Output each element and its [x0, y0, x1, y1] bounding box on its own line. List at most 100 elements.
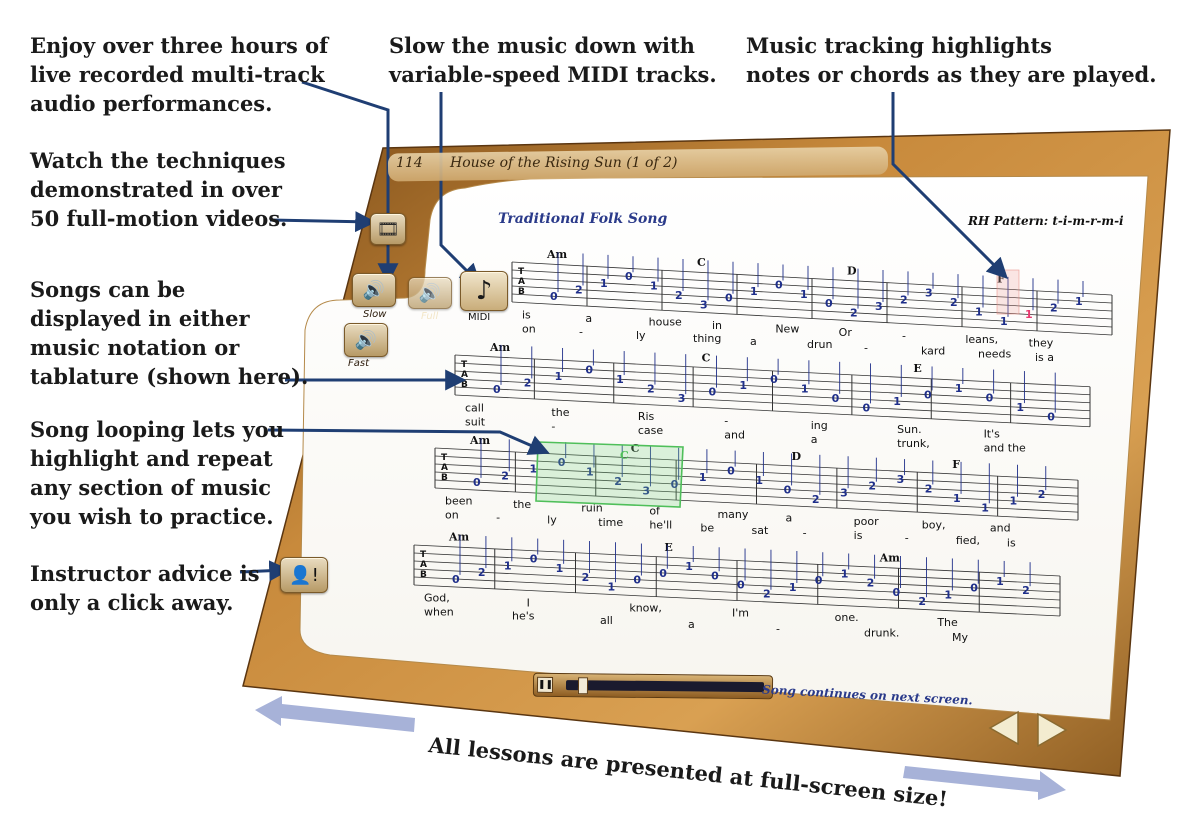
lyric-line-1: -	[902, 329, 906, 342]
instructor-advice-icon: 👤!	[289, 564, 319, 586]
fret-number: 1	[953, 492, 961, 505]
tab-letter: T	[420, 550, 427, 560]
loop-highlight[interactable]	[535, 441, 684, 508]
lyric-line-2: a	[750, 335, 757, 348]
fret-number: 0	[970, 582, 978, 595]
tab-letter: A	[420, 560, 427, 570]
lyric-line-1: house	[649, 316, 682, 329]
lyric-line-1: know,	[629, 601, 662, 614]
lyric-line-1: leans,	[965, 333, 998, 346]
fret-number: 3	[678, 392, 686, 405]
tracking-highlight	[996, 269, 1020, 315]
fret-number: 1	[1025, 308, 1033, 321]
next-page-button[interactable]	[1034, 712, 1070, 748]
lyric-line-1: a	[786, 512, 793, 525]
lyric-line-1: I'm	[732, 606, 749, 619]
fret-number: 0	[550, 290, 558, 303]
fret-number: 0	[725, 292, 733, 305]
fret-number: 0	[737, 579, 745, 592]
fret-number: 2	[867, 577, 875, 590]
lyric-line-2: a	[811, 433, 818, 446]
chord-label: D	[847, 264, 857, 277]
slow-label: Slow	[363, 309, 387, 320]
fret-number: 0	[986, 392, 994, 405]
fret-number: 0	[832, 392, 840, 405]
chord-label: Am	[489, 341, 511, 354]
lyric-line-2: time	[598, 516, 623, 529]
fret-number: 0	[862, 401, 870, 414]
film-reel-icon: 🎞	[376, 218, 400, 240]
chord-label: Am	[546, 248, 568, 261]
song-subtitle: Traditional Folk Song	[498, 211, 668, 227]
fret-number: 1	[975, 305, 983, 318]
lyric-line-2: -	[905, 531, 909, 544]
fret-number: 0	[1047, 411, 1055, 424]
lyric-line-2: case	[638, 424, 664, 437]
fret-number: 0	[825, 297, 833, 310]
fret-number: 1	[800, 288, 808, 301]
lyric-line-1: the	[551, 406, 569, 419]
fret-number: 1	[586, 466, 594, 479]
lyric-line-2: -	[579, 326, 583, 339]
fret-number: 2	[950, 296, 958, 309]
lesson-number: 114	[396, 155, 423, 171]
lyric-line-2: ly	[547, 514, 557, 527]
midi-button[interactable]: ♪	[460, 271, 508, 311]
fret-number: 3	[925, 287, 933, 300]
fret-number: 2	[524, 376, 532, 389]
tab-letter: B	[441, 473, 448, 483]
fret-number: 0	[493, 383, 501, 396]
lyric-line-2: needs	[978, 348, 1011, 361]
fret-number: 2	[925, 482, 933, 495]
fret-number: 0	[625, 270, 633, 283]
chord-label: D	[792, 450, 802, 463]
slow-audio-button[interactable]: 🔊	[352, 273, 396, 307]
arrow-video	[269, 211, 377, 233]
chord-label: E	[664, 541, 672, 554]
fret-number: 2	[614, 475, 622, 488]
fret-number: 2	[918, 595, 926, 608]
fret-number: 1	[755, 474, 763, 487]
fret-number: 0	[709, 386, 717, 399]
arrow-advice	[239, 560, 291, 582]
lyric-line-2: all	[600, 614, 613, 627]
lyric-line-1: is	[522, 309, 531, 322]
full-audio-button[interactable]: 🔊	[408, 277, 452, 309]
fret-number: 1	[944, 588, 952, 601]
tab-letter: T	[518, 267, 525, 277]
fret-number: 0	[671, 478, 679, 491]
prev-page-button[interactable]	[986, 710, 1022, 746]
fret-number: 1	[685, 560, 693, 573]
fret-number: 0	[784, 483, 792, 496]
arrow-looping	[267, 428, 550, 455]
instructor-advice-button[interactable]: 👤!	[280, 557, 328, 593]
tab-letter: B	[518, 287, 525, 297]
fret-number: 1	[1075, 295, 1083, 308]
fret-number: 0	[452, 573, 460, 586]
lyric-line-1: ing	[811, 419, 828, 432]
fret-number: 0	[727, 465, 735, 478]
lyric-line-1: they	[1029, 336, 1054, 349]
fret-number: 0	[659, 567, 667, 580]
fret-number: 2	[812, 493, 820, 506]
lyric-line-1: Ris	[638, 410, 655, 423]
fast-audio-button[interactable]: 🔊	[344, 323, 388, 357]
lyric-line-1: Or	[839, 326, 853, 339]
fast-label: Fast	[348, 358, 370, 369]
lyric-line-1: New	[775, 322, 799, 335]
lyric-line-1: been	[445, 495, 473, 508]
fret-number: 0	[585, 364, 593, 377]
video-button[interactable]: 🎞	[370, 213, 406, 245]
fret-number: 0	[775, 278, 783, 291]
fret-number: 0	[633, 574, 641, 587]
lyric-line-1: Sun.	[897, 423, 921, 436]
fret-number: 1	[801, 382, 809, 395]
lyric-line-2: be	[700, 521, 714, 534]
